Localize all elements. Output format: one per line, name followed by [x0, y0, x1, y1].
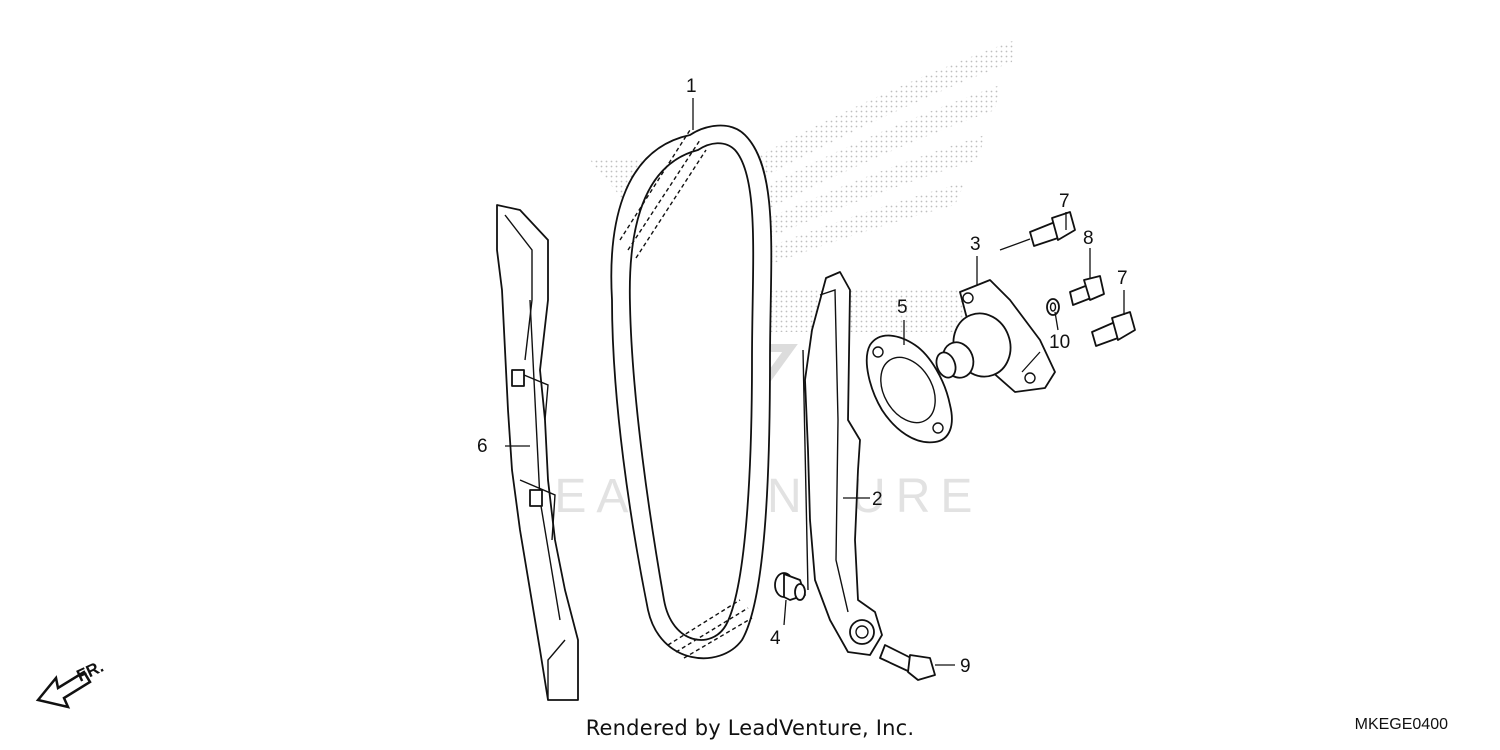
callout-2: 2	[872, 489, 883, 510]
flange-bolt-7a	[999, 211, 1076, 251]
render-credit-text: Rendered by LeadVenture, Inc.	[585, 716, 915, 740]
callout-5: 5	[897, 297, 908, 318]
callout-7b: 7	[1117, 268, 1128, 289]
front-direction-arrow-icon: FR.	[35, 657, 107, 709]
sealing-bolt-8	[1069, 275, 1105, 306]
leader-lines	[505, 98, 1125, 666]
callout-10: 10	[1049, 332, 1070, 353]
callout-4: 4	[770, 628, 781, 649]
chain-guide-6	[496, 204, 579, 701]
flange-bolt-7b	[1091, 311, 1136, 347]
washer-10	[1046, 298, 1060, 316]
callout-8: 8	[1083, 228, 1094, 249]
tensioner-arm-2	[802, 271, 883, 656]
diagram-code: MKEGE0400	[1354, 716, 1448, 733]
callout-6: 6	[477, 436, 488, 457]
flange-bolt-9	[879, 644, 936, 681]
callout-3: 3	[970, 234, 981, 255]
render-credit: Rendered by LeadVenture, Inc.	[0, 716, 1500, 740]
gasket-5	[865, 334, 953, 444]
tensioner-lifter-3	[935, 279, 1056, 393]
callout-1: 1	[686, 76, 697, 97]
callout-7a: 7	[1059, 191, 1070, 212]
collar-4	[774, 572, 806, 601]
callout-9: 9	[960, 656, 971, 677]
cam-chain-1	[610, 124, 773, 660]
